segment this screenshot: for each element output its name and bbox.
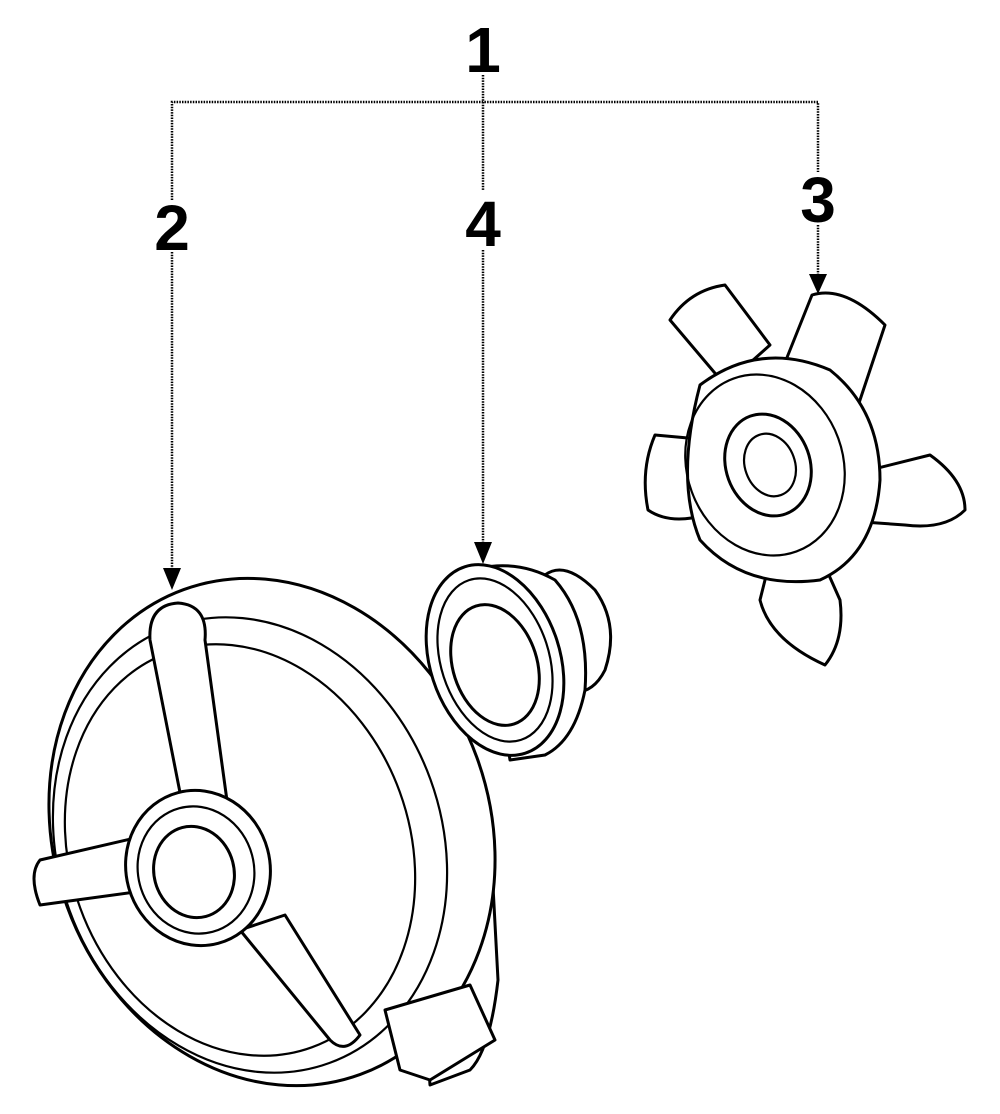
shroud-bottom-block [383,983,497,1082]
shroud-spoke-top [148,601,230,820]
arrow-4 [474,542,492,564]
callout-3: 3 [800,164,836,236]
motor-face-inner [449,603,541,727]
leader-lines [163,75,827,590]
leader-bracket [170,100,820,200]
fan-motor-part-4 [424,563,613,762]
blade-bottom [758,553,843,667]
shroud-hub-mid [136,805,256,935]
shroud-spoke-bottom [238,913,362,1048]
blade-upper-left [668,283,772,387]
arrow-3 [809,274,827,294]
callout-1: 1 [465,14,501,86]
callout-4: 4 [465,188,501,260]
arrow-2 [163,568,181,590]
shroud-hub-inner [152,824,236,920]
callout-2: 2 [154,192,190,264]
blade-hub-ring [684,373,846,557]
blade-hub-bore [742,432,798,498]
fan-blade-part-3 [643,283,967,667]
motor-face-mid [436,577,554,743]
fan-shroud-part-2 [32,576,500,1088]
